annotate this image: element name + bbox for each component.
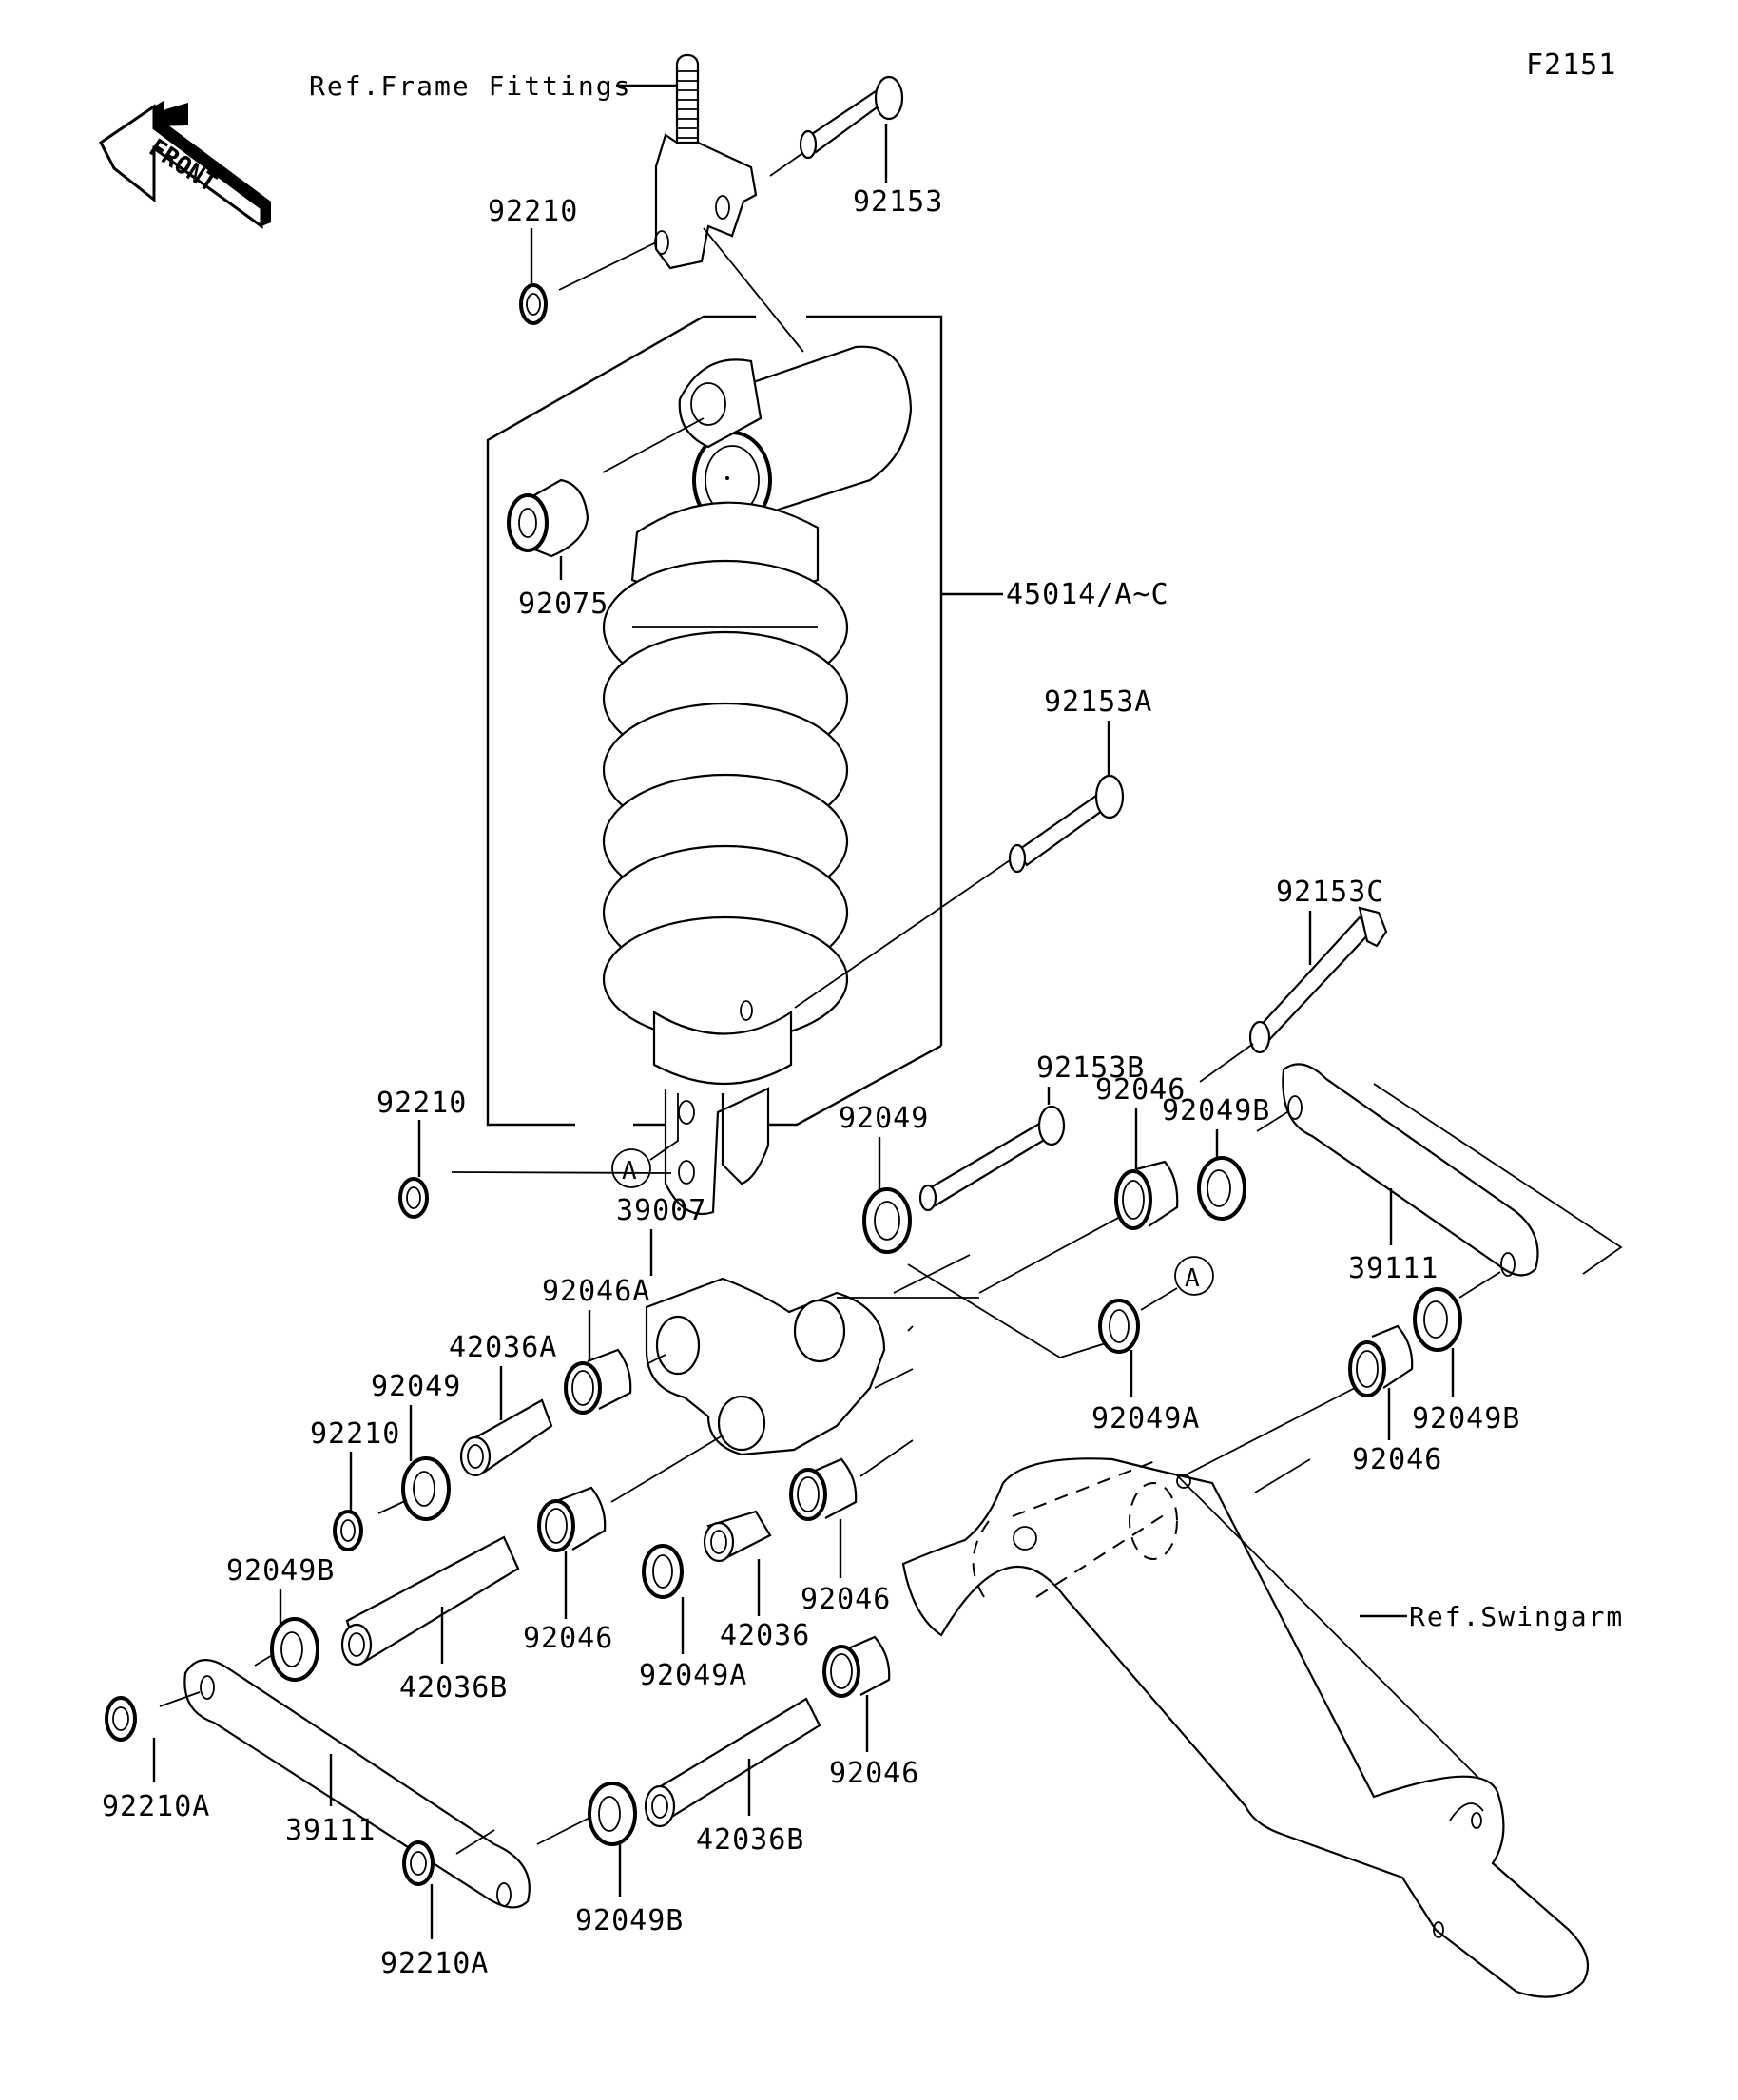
callout-39111-left: 39111 bbox=[285, 1814, 376, 1847]
nut-92210-top bbox=[519, 283, 548, 325]
seal-92049B-upper bbox=[1197, 1102, 1304, 1221]
callout-92210A-left: 92210A bbox=[102, 1790, 210, 1823]
callout-92049B-low: 92049B bbox=[575, 1904, 684, 1937]
callout-92046-mid: 92046 bbox=[523, 1622, 613, 1655]
callout-92049B-left: 92049B bbox=[226, 1554, 335, 1588]
collar-42036A bbox=[459, 1398, 553, 1477]
callout-92210-mid: 92210 bbox=[377, 1087, 467, 1120]
callout-92153C: 92153C bbox=[1276, 876, 1384, 909]
seal-92049B-low bbox=[536, 1782, 637, 1846]
collar-42036 bbox=[703, 1510, 772, 1563]
callout-92153: 92153 bbox=[853, 185, 943, 219]
bolt-92153 bbox=[769, 75, 904, 177]
callout-92210A-low: 92210A bbox=[380, 1947, 489, 1980]
seal-92049B-right bbox=[1413, 1271, 1501, 1352]
svg-text:A: A bbox=[1185, 1264, 1200, 1293]
nut-92210-mid bbox=[398, 1177, 429, 1219]
callout-92049B-upper: 92049B bbox=[1162, 1094, 1270, 1127]
callout-92075: 92075 bbox=[518, 588, 608, 621]
callout-92046-low: 92046 bbox=[829, 1757, 919, 1790]
bolt-92153B bbox=[918, 1105, 1066, 1212]
callout-92210-top: 92210 bbox=[488, 195, 578, 228]
callout-92046A: 92046A bbox=[542, 1275, 650, 1308]
collar-42036B-low bbox=[644, 1697, 821, 1828]
bearing-92046-mid bbox=[537, 1435, 724, 1552]
callout-39111-right: 39111 bbox=[1348, 1252, 1439, 1285]
tie-rod-39111-right bbox=[1282, 1063, 1623, 1277]
callout-92049B-right: 92049B bbox=[1412, 1402, 1520, 1435]
callout-42036A: 42036A bbox=[449, 1331, 557, 1364]
callout-92046-right: 92046 bbox=[1352, 1443, 1442, 1476]
nut-92210A-left bbox=[105, 1691, 201, 1742]
collar-42036B-left bbox=[340, 1535, 520, 1667]
callout-92046-mid2: 92046 bbox=[801, 1583, 891, 1616]
callout-92049A-mid: 92049A bbox=[639, 1659, 747, 1692]
rocker-arm-39007 bbox=[645, 1254, 979, 1456]
bearing-92046-right bbox=[1178, 1324, 1414, 1479]
callout-92049A-right: 92049A bbox=[1091, 1402, 1200, 1435]
seal-92049-upper bbox=[862, 1187, 912, 1254]
callout-92046-upper: 92046 bbox=[1095, 1073, 1186, 1107]
swingarm bbox=[901, 1457, 1590, 1998]
nut-92210-left bbox=[333, 1499, 408, 1551]
seal-92049A-mid bbox=[642, 1544, 684, 1599]
callout-92049-left: 92049 bbox=[371, 1370, 461, 1403]
callout-42036: 42036 bbox=[720, 1619, 810, 1652]
figure-code: F2151 bbox=[1526, 48, 1616, 82]
callout-42036B-left: 42036B bbox=[399, 1671, 508, 1705]
seal-92049A-right bbox=[907, 1263, 1140, 1358]
seal-92049-left bbox=[401, 1456, 451, 1521]
callout-92153A: 92153A bbox=[1044, 685, 1152, 719]
frame-fitting-bracket bbox=[654, 53, 804, 353]
callout-92153B: 92153B bbox=[1036, 1051, 1145, 1085]
ref-frame-fittings-label: Ref.Frame Fittings bbox=[309, 70, 631, 102]
connector-marker-a-upper: A bbox=[611, 1093, 679, 1188]
bearing-92046-low bbox=[822, 1635, 891, 1698]
bearing-92046-upper bbox=[978, 1160, 1179, 1294]
front-arrow-icon: FRONT bbox=[99, 101, 271, 229]
tie-rod-39111-left bbox=[183, 1659, 531, 1909]
callout-92210-left: 92210 bbox=[310, 1417, 400, 1451]
rear-shock-absorber bbox=[602, 345, 913, 1216]
svg-text:A: A bbox=[622, 1157, 637, 1185]
callout-39007: 39007 bbox=[616, 1194, 706, 1227]
nut-92210A-low bbox=[402, 1829, 495, 1886]
ref-swingarm-label: Ref.Swingarm bbox=[1409, 1601, 1624, 1632]
connector-marker-a-lower: A bbox=[1140, 1256, 1214, 1311]
bearing-92046-mid2 bbox=[789, 1439, 914, 1521]
callout-92049-upper: 92049 bbox=[839, 1102, 929, 1135]
bolt-92153C bbox=[1199, 906, 1388, 1083]
seal-92049B-left bbox=[254, 1617, 319, 1682]
bearing-92046A bbox=[564, 1348, 632, 1415]
bolt-92153A bbox=[794, 774, 1125, 1009]
collar-92075 bbox=[507, 417, 705, 558]
callout-42036B-low: 42036B bbox=[696, 1823, 804, 1857]
callout-45014: 45014/A~C bbox=[1006, 578, 1169, 611]
